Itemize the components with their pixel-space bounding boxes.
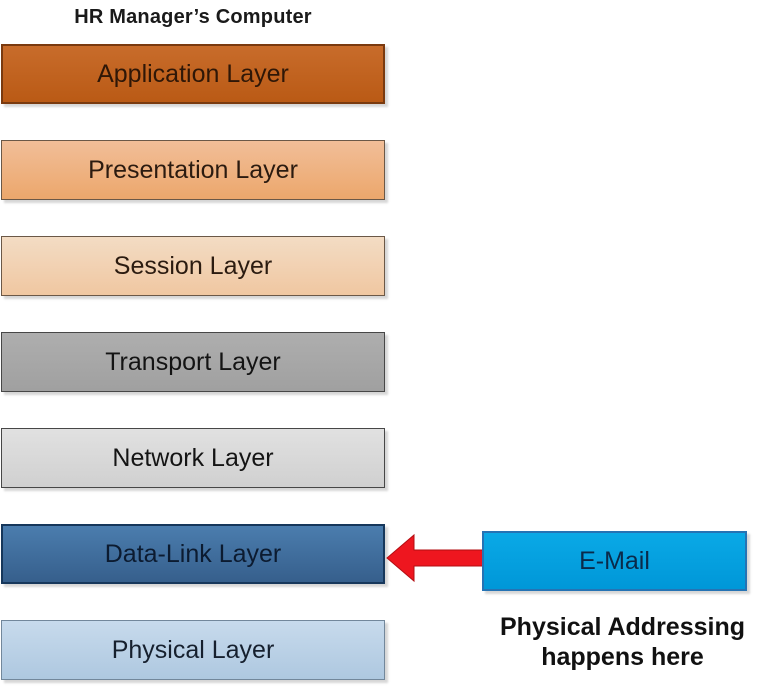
diagram-title: HR Manager’s Computer [74,6,312,28]
layer-label: Session Layer [113,251,273,280]
layer-box-presentation: Presentation Layer [1,140,385,200]
layer-box-physical: Physical Layer [1,620,385,680]
layer-box-transport: Transport Layer [1,332,385,392]
layer-label: Data-Link Layer [104,539,282,568]
email-label: E-Mail [579,546,650,575]
layer-box-data-link: Data-Link Layer [1,524,385,584]
layer-box-session: Session Layer [1,236,385,296]
annotation-text: Physical Addressing happens here [490,612,755,672]
layer-box-network: Network Layer [1,428,385,488]
layer-label: Presentation Layer [88,155,298,184]
red-left-arrow-icon [386,533,484,583]
layer-label: Physical Layer [111,635,275,664]
layer-label: Network Layer [112,443,274,472]
layer-box-application: Application Layer [1,44,385,104]
layer-label: Transport Layer [105,347,281,376]
annotation-line1: Physical Addressing [500,613,745,641]
layer-label: Application Layer [97,59,289,88]
email-box: E-Mail [482,531,747,591]
annotation-line2: happens here [541,643,704,671]
